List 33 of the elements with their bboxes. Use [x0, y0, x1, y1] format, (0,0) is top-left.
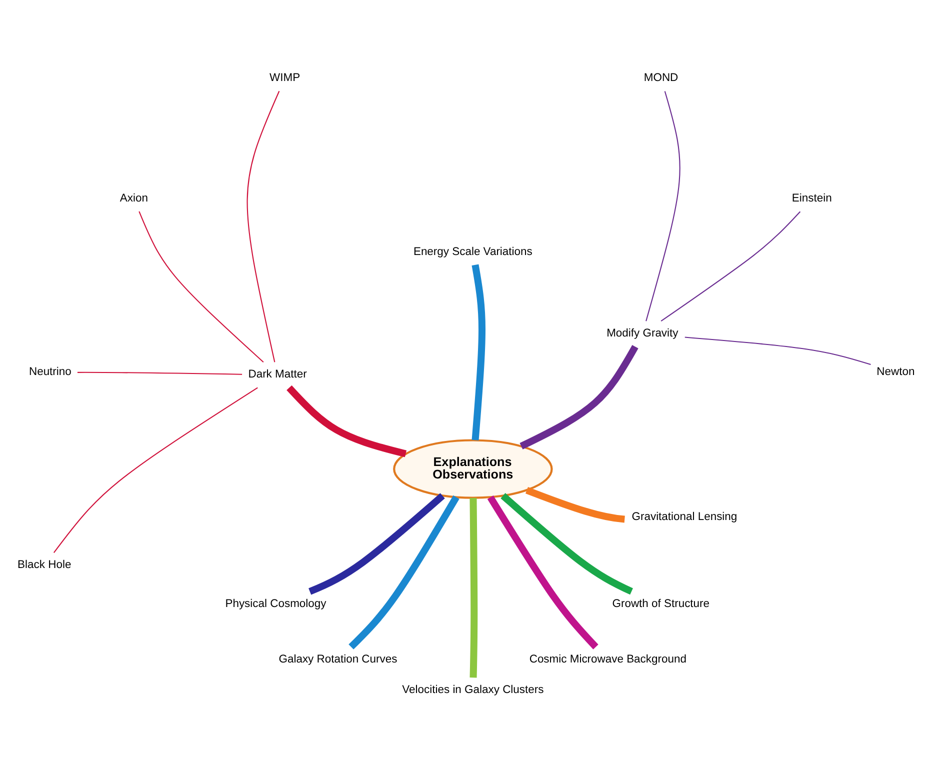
node-text: Gravitational Lensing [632, 510, 738, 523]
node-text: Cosmic Microwave Background [529, 653, 686, 666]
connector [246, 90, 280, 362]
node-text: Physical Cosmology [225, 598, 326, 610]
connector [525, 486, 625, 523]
connector [520, 344, 638, 450]
node-text: Newton [876, 366, 915, 378]
node-text: Galaxy Rotation Curves [278, 653, 398, 666]
node-text: Modify Gravity [606, 328, 678, 340]
connector [684, 336, 871, 366]
connector [472, 264, 486, 440]
connector [487, 495, 598, 650]
connector [470, 498, 478, 678]
connector [138, 211, 264, 363]
connector [308, 493, 445, 595]
node-text: Einstein [792, 192, 832, 204]
node-text: Neutrino [28, 366, 72, 378]
node-text: Dark Matter [248, 368, 307, 381]
node-text: WIMP [270, 72, 300, 84]
node-text: Energy Scale Variations [413, 246, 532, 258]
connector [646, 91, 680, 322]
connector [500, 493, 633, 595]
node-text: Axion [120, 192, 148, 204]
node-text: Velocities in Galaxy Clusters [402, 684, 544, 696]
node-text: MOND [644, 72, 678, 84]
connector [660, 211, 801, 322]
connector [286, 385, 407, 458]
connector [348, 495, 460, 650]
connector [53, 387, 258, 553]
node-text: Growth of Structure [612, 598, 710, 610]
connector [77, 372, 242, 375]
node-ellipse: Explanations Observations [393, 439, 553, 499]
node-text: Black Hole [18, 559, 72, 572]
